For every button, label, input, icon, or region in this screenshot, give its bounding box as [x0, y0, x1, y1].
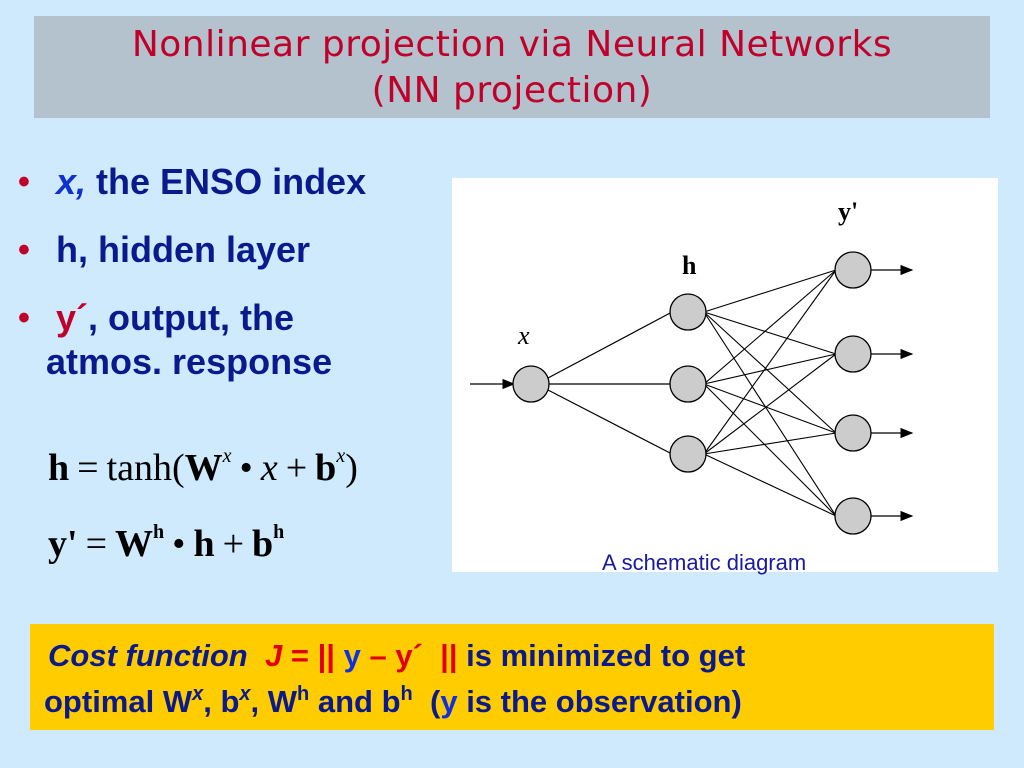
eq1-dot: •: [239, 447, 253, 489]
eq1-plus: +: [285, 447, 308, 489]
equation-hidden: h=tanh(Wx•x+bx): [48, 446, 358, 490]
bullet-h: • h, hidden layer: [16, 228, 456, 272]
hidden-node: [669, 293, 707, 331]
hidden-to-output-edges: [703, 269, 837, 517]
output-arrows: [871, 264, 914, 522]
bullet-x: • x, the ENSO index: [16, 160, 456, 204]
bullet-y-text: , output, the: [88, 297, 294, 338]
bullet-y-continuation: atmos. response: [46, 341, 333, 382]
cost-bars-close: ||: [440, 638, 458, 673]
cost-sup-h1: h: [297, 683, 310, 705]
cost-y: y: [343, 638, 361, 673]
input-to-hidden-edges: [547, 311, 673, 455]
cost-bars-open: ||: [317, 638, 335, 673]
cost-yprime: y´: [395, 638, 423, 673]
cost-comma-w: , W: [250, 684, 298, 719]
cost-sup-h2: h: [400, 683, 413, 705]
eq1-w: W: [184, 447, 223, 489]
cost-j: J: [264, 638, 283, 673]
output-node: [834, 414, 872, 452]
cost-minus: –: [369, 638, 387, 673]
eq1-b-sup: x: [336, 445, 346, 467]
network-nodes: [512, 251, 872, 535]
eq2-b: b: [252, 523, 274, 565]
eq2-w-sup: h: [153, 521, 165, 543]
title-line-1: Nonlinear projection via Neural Networks: [131, 24, 893, 65]
bullet-y-var: y´: [56, 297, 89, 338]
cost-label: Cost function: [48, 638, 248, 673]
bullet-x-text: the ENSO index: [96, 161, 367, 202]
title-line-2: (NN projection): [371, 70, 653, 111]
eq1-x: x: [260, 447, 278, 489]
bullet-list: • x, the ENSO index • h, hidden layer • …: [16, 160, 456, 384]
eq1-b: b: [315, 447, 337, 489]
label-h: h: [682, 251, 697, 280]
eq2-equals: =: [85, 523, 107, 565]
output-node: [834, 497, 872, 535]
hidden-node: [669, 365, 707, 403]
cost-line-1: Cost function J = || y – y´ || is minimi…: [48, 634, 745, 678]
input-node: [512, 365, 550, 403]
eq2-h: h: [193, 523, 215, 565]
eq2-w: W: [115, 523, 153, 565]
label-x: x: [517, 321, 530, 350]
eq2-plus: +: [222, 523, 245, 565]
cost-optimal: optimal W: [44, 684, 193, 719]
cost-and-b: and b: [309, 684, 401, 719]
eq2-dot: •: [172, 523, 186, 565]
title-banner: Nonlinear projection via Neural Networks…: [34, 16, 990, 118]
output-node: [834, 335, 872, 373]
network-diagram: x h y' A schematic diagram: [452, 178, 998, 575]
diagram-caption: A schematic diagram: [602, 550, 807, 575]
bullet-h-text: h, hidden layer: [56, 229, 311, 270]
output-node: [834, 251, 872, 289]
eq1-equals: =: [77, 447, 99, 489]
cost-sup-x1: x: [192, 683, 204, 705]
eq1-lhs: h: [48, 447, 70, 489]
bullet-dot-icon: •: [18, 299, 30, 337]
cost-function-box: Cost function J = || y – y´ || is minimi…: [30, 624, 994, 730]
bullet-dot-icon: •: [18, 163, 30, 201]
equation-output: y'=Wh•h+bh: [48, 522, 284, 566]
cost-rest-1: is minimized to get: [466, 638, 746, 673]
eq2-b-sup: h: [273, 521, 285, 543]
cost-rest-2: is the observation): [466, 684, 742, 719]
eq1-fn: tanh(: [106, 447, 185, 489]
network-diagram-svg: x h y': [470, 197, 914, 535]
cost-equals: =: [290, 638, 309, 673]
eq1-w-sup: x: [222, 445, 232, 467]
bullet-dot-icon: •: [18, 231, 30, 269]
label-y: y': [838, 197, 858, 226]
cost-open-paren: (: [429, 684, 441, 719]
bullet-x-var: x,: [56, 161, 87, 202]
cost-sup-x2: x: [239, 683, 251, 705]
cost-y-obs: y: [440, 684, 458, 719]
bullet-y: • y´, output, the atmos. response: [16, 296, 456, 384]
cost-comma-b: , b: [203, 684, 240, 719]
cost-line-2: optimal Wx, bx, Wh and bh (y is the obse…: [44, 680, 742, 724]
eq2-lhs: y': [48, 523, 78, 565]
hidden-node: [669, 435, 707, 473]
eq1-close: ): [345, 447, 358, 489]
